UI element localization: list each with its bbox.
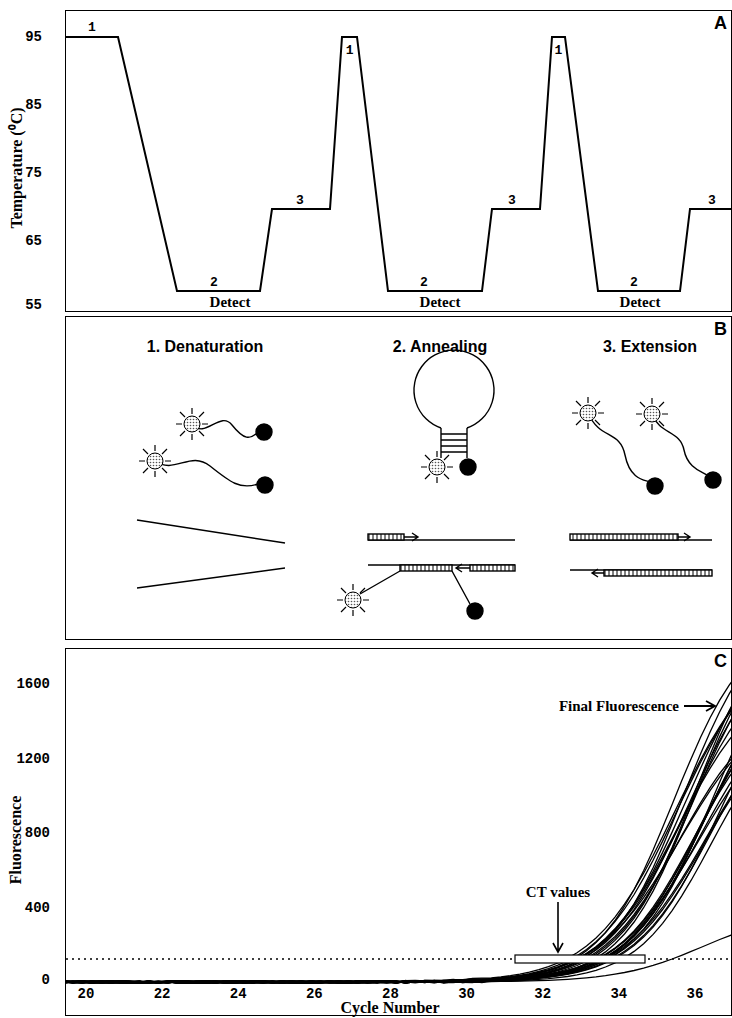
annotation: Final Fluorescence (558, 698, 680, 715)
axis-tick: 32 (534, 986, 551, 1002)
amplification-curve (66, 649, 732, 983)
axis-title: Fluorescence (7, 796, 25, 885)
axis-tick: 0 (42, 972, 50, 988)
step-number: 3 (508, 193, 516, 208)
axis-tick: 26 (306, 986, 323, 1002)
amplification-curve (66, 924, 732, 983)
panel-letter: C (714, 651, 727, 672)
amplification-curve (66, 736, 732, 984)
axis-tick: 400 (25, 900, 50, 916)
axis-tick: 22 (154, 986, 171, 1002)
step-number: 2 (210, 275, 218, 290)
axis-title: Cycle Number (340, 999, 439, 1017)
amplification-curve (66, 673, 732, 983)
amplification-curve (66, 752, 732, 983)
axis-tick: 1600 (16, 676, 50, 692)
panel-letter: A (714, 13, 727, 34)
step-number: 1 (88, 20, 96, 35)
detect-label: Detect (420, 294, 461, 311)
axis-tick: 30 (458, 986, 475, 1002)
ct-arrow (553, 902, 563, 952)
amplification-curve (66, 732, 732, 983)
amplification-curve (66, 649, 732, 983)
axis-title: Temperature (⁰C) (5, 107, 27, 228)
amplification-curves (66, 649, 732, 983)
figure-panel: A (65, 10, 732, 312)
step-heading: 1. Denaturation (147, 338, 263, 356)
amplification-curve (66, 728, 732, 984)
axis-tick: 55 (25, 297, 42, 313)
axis-tick: 65 (25, 233, 42, 249)
axis-tick: 1200 (16, 751, 50, 767)
amplification-curve (66, 725, 732, 984)
amplification-curve (66, 660, 732, 983)
step-number: 3 (296, 193, 304, 208)
step-number: 2 (420, 275, 428, 290)
step-number: 1 (555, 43, 563, 58)
ct-range-box (515, 955, 645, 963)
panel-letter: B (714, 319, 727, 340)
step-number: 1 (346, 43, 354, 58)
step-heading: 2. Annealing (393, 338, 488, 356)
amplification-curve (66, 748, 732, 983)
amplification-curve (66, 706, 732, 983)
amplification-curve (66, 729, 732, 983)
amplification-curve (66, 672, 732, 983)
axis-tick: 24 (230, 986, 247, 1002)
detect-label: Detect (620, 294, 661, 311)
amplification-curve (66, 687, 732, 983)
step-number: 2 (630, 275, 638, 290)
amplification-curve (66, 756, 732, 983)
axis-tick: 800 (25, 825, 50, 841)
detect-label: Detect (210, 294, 251, 311)
axis-tick: 20 (78, 986, 95, 1002)
axis-tick: 34 (610, 986, 627, 1002)
annotation: CT values (525, 884, 591, 901)
temperature-profile (65, 37, 732, 291)
step-number: 3 (708, 193, 716, 208)
figure-panel: B (65, 316, 732, 640)
axis-tick: 95 (25, 29, 42, 45)
amplification-curve (66, 717, 732, 983)
beacon-schematic (137, 350, 721, 619)
step-heading: 3. Extension (603, 338, 697, 356)
axis-tick: 85 (25, 97, 42, 113)
amplification-curve (66, 703, 732, 984)
amplification-curve (66, 674, 732, 983)
final-arrow (684, 701, 715, 711)
amplification-curve (66, 721, 732, 983)
amplification-curve (66, 649, 732, 983)
amplification-curve (66, 709, 732, 983)
amplification-curve (66, 666, 732, 983)
amplification-curve (66, 685, 732, 983)
axis-tick: 75 (25, 165, 42, 181)
amplification-curve (66, 660, 732, 983)
axis-tick: 36 (687, 986, 704, 1002)
